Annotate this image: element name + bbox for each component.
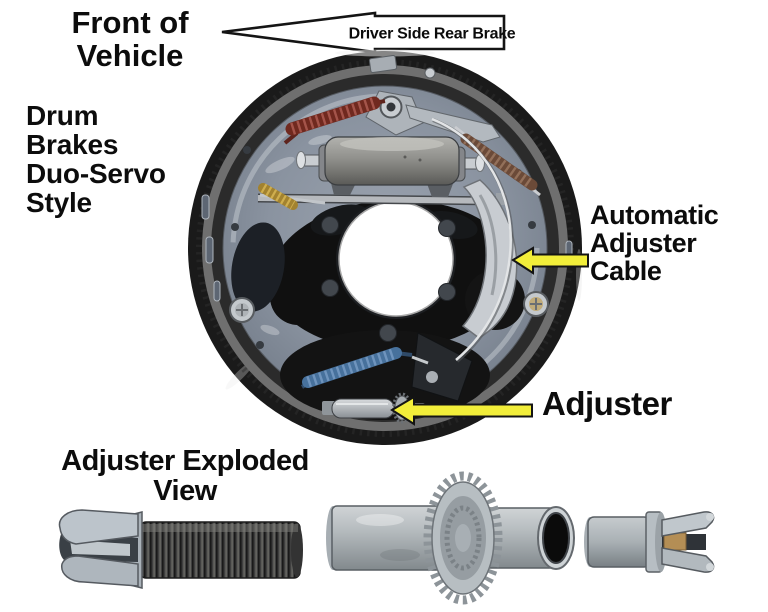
wheel-cylinder xyxy=(296,136,485,197)
front-of-vehicle-line1: Front of xyxy=(71,5,189,40)
cable-label-line1: Automatic xyxy=(590,200,719,230)
adjuster-cable xyxy=(431,117,514,363)
drum-brakes-caption: Drum Brakes Duo-Servo Style xyxy=(26,101,166,217)
red-return-spring xyxy=(283,96,386,145)
mounting-bolts xyxy=(229,291,549,323)
brown-spring xyxy=(454,125,541,197)
front-of-vehicle-line2: Vehicle xyxy=(76,38,184,73)
adjuster-arrow-icon xyxy=(390,395,533,426)
cable-arrow-icon xyxy=(511,246,589,275)
gold-spring xyxy=(258,183,326,210)
adjuster-socket-image xyxy=(584,511,715,573)
direction-arrow-label: Driver Side Rear Brake xyxy=(349,26,516,43)
exploded-view-title: Adjuster Exploded View xyxy=(52,446,318,506)
exploded-view-title-line1: Adjuster Exploded xyxy=(61,445,309,477)
caption-line1: Drum xyxy=(26,100,99,131)
cable-label-line2: Adjuster xyxy=(590,228,697,258)
caption-line4: Style xyxy=(26,187,92,218)
caption-line2: Brakes xyxy=(26,129,119,160)
drum-brake-photo xyxy=(188,49,589,445)
axle-hole xyxy=(338,201,454,317)
caption-line3: Duo-Servo xyxy=(26,158,166,189)
adjuster-exploded-photo xyxy=(58,471,715,605)
plate-edge-slots xyxy=(201,194,573,302)
lower-lever xyxy=(411,332,473,402)
adjuster-screw-image xyxy=(58,509,303,589)
cable-label-line3: Cable xyxy=(590,256,662,286)
automatic-adjuster-cable-label: Automatic Adjuster Cable xyxy=(590,200,719,286)
adjuster-label: Adjuster xyxy=(542,385,672,422)
adjuster-pivot-nut-image xyxy=(326,471,575,605)
blue-spring xyxy=(300,347,429,389)
flange-holes xyxy=(321,216,456,342)
front-of-vehicle-label: Front of Vehicle xyxy=(28,6,232,72)
exploded-view-title-line2: View xyxy=(153,475,217,507)
